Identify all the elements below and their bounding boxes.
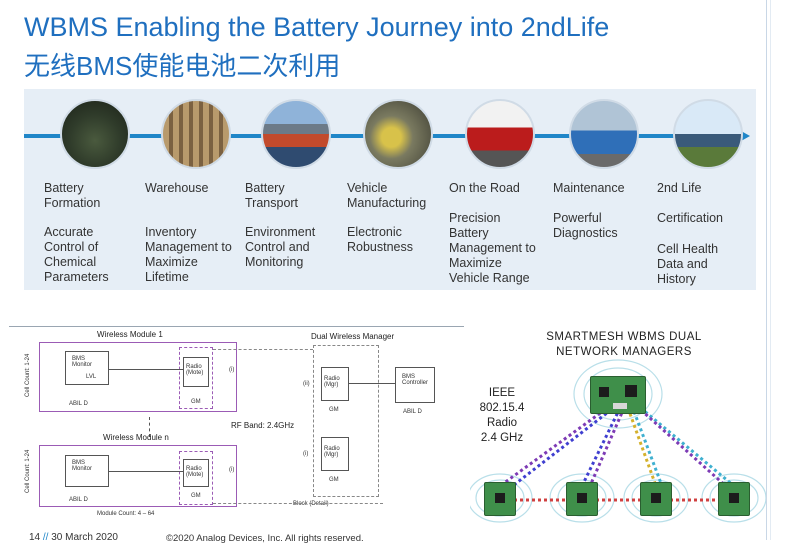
stage-description: Inventory Management to Maximize Lifetim… [145,225,232,284]
wind-turbines-photo-icon [673,99,743,169]
abil-label-2: ABIL D [403,409,422,415]
radio-wave-rings [470,359,766,523]
gm-label: GM [191,493,201,499]
stage-label: Maintenance [553,181,625,195]
module-1-frame [39,342,237,412]
radio-mgr-label: Radio (Mgr) [324,446,340,458]
node-board-4 [718,482,750,516]
module-count-label: Module Count: 4 – 64 [97,511,155,517]
ieee-label: IEEE 802.15.4 Radio 2.4 GHz [470,386,534,446]
radio-mgr-label: Radio (Mgr) [324,376,340,388]
radio-mgr-box-2: Radio (Mgr) [321,437,349,471]
mesh-links [499,400,735,502]
battery-journey-band: Battery Formation Accurate Control of Ch… [24,89,756,290]
lvl-label: LVL [86,374,97,380]
stage-description: Environment Control and Monitoring [245,225,316,269]
radio-mgr-box-1: Radio (Mgr) [321,367,349,401]
gm-label: GM [329,477,339,483]
stage-label: Vehicle Manufacturing [347,181,427,210]
wireless-system-diagram: Wireless Module 1 Cell Count: 1-24 BMS M… [9,326,464,521]
bms-controller-box: BMS Controller [395,367,435,403]
dual-manager-label: Dual Wireless Manager [311,332,395,341]
assembly-robots-photo-icon [363,99,433,169]
container-ship-photo-icon [261,99,331,169]
bms-monitor-label: BMS Monitor [72,460,93,472]
footer-separator: // [42,532,49,543]
gm-label: GM [191,399,201,405]
module-n-label: Wireless Module n [103,433,169,442]
signal-i-label: (i) [229,367,235,373]
stage-description: Electronic Robustness [347,225,414,254]
gm-label: GM [329,407,339,413]
slide-title: WBMS Enabling the Battery Journey into 2… [24,12,610,42]
rf-dashed-bottom [213,503,383,504]
monitor-radio-link [109,369,183,370]
signal-i-label-3: (i) [229,467,235,473]
chip-icon [577,493,587,503]
node-board-2 [566,482,598,516]
chip-icon [729,493,739,503]
chip-icon [495,493,505,503]
stage-label: On the Road [449,181,520,195]
network-links-svg [470,359,766,523]
footer-date: 30 March 2020 [51,532,118,543]
module-1-label: Wireless Module 1 [97,330,163,339]
stage-label: Battery Formation [44,181,101,210]
network-manager-board [590,376,646,414]
dual-manager-frame [313,345,379,497]
radio-mote-frame-n [179,451,213,505]
stage-description: Powerful Diagnostics [553,211,618,240]
node-board-1 [484,482,516,516]
warehouse-photo-icon [161,99,231,169]
stage-description: Precision Battery Management to Maximize… [449,211,536,285]
signal-ii-label: (ii) [303,381,310,387]
stage-label: Battery Transport [245,181,299,210]
abil-label-3: ABIL D [69,497,88,503]
ieee-line-1: IEEE 802.15.4 [479,387,525,414]
mechanic-photo-icon [569,99,639,169]
bms-monitor-box-1: BMS Monitor LVL [65,351,109,385]
page-number: 14 [29,532,41,543]
ieee-line-3: 2.4 GHz [480,432,524,444]
footer-copyright: ©2020 Analog Devices, Inc. All rights re… [166,533,364,544]
node-board-3 [640,482,672,516]
monitor-radio-link-n [109,471,183,472]
right-divider [766,0,767,540]
radio-mote-box-n: Radio (Mote) [183,459,209,487]
footer-page-info: 14 // 30 March 2020 [29,532,118,543]
chip-icon [599,387,609,397]
radio-mote-label: Radio (Mote) [186,364,204,376]
stage-description: Accurate Control of Chemical Parameters [44,225,109,284]
connector-icon [613,403,627,409]
chip-icon [651,493,661,503]
right-divider-secondary [770,0,771,540]
chip-icon [625,385,637,397]
module-continuation [149,417,150,437]
block-label: Block (Detail) [293,501,329,507]
stage-description-secondary: Cell Health Data and History [657,242,719,286]
module-n-frame [39,445,237,507]
manager-controller-link [349,383,395,384]
network-title: SMARTMESH WBMS DUAL NETWORK MANAGERS [546,331,702,358]
abil-label: ABIL D [69,401,88,407]
cell-count-label: Cell Count: 1-24 [25,353,31,397]
stage-label: Warehouse [145,181,209,195]
smartmesh-network-illustration: SMARTMESH WBMS DUAL NETWORK MANAGERS IEE… [470,322,766,532]
radio-mote-frame-1 [179,347,213,409]
rf-band-label: RF Band: 2.4GHz [231,421,295,430]
slide-subtitle: 无线BMS使能电池二次利用 [24,51,341,81]
bms-controller-label: BMS Controller [402,374,429,386]
cell-count-label-2: Cell Count: 1-24 [25,449,31,493]
radio-mote-label: Radio (Mote) [186,466,204,478]
red-car-photo-icon [465,99,535,169]
battery-cells-photo-icon [60,99,130,169]
stage-description: Certification [657,211,723,225]
rf-dashed-top [213,349,313,350]
radio-mote-box-1: Radio (Mote) [183,357,209,387]
ieee-line-2: Radio [486,417,518,429]
stage-label: 2nd Life [657,181,702,195]
bms-monitor-label: BMS Monitor [72,356,93,368]
bms-monitor-box-n: BMS Monitor [65,455,109,487]
signal-i-label-2: (i) [303,451,309,457]
